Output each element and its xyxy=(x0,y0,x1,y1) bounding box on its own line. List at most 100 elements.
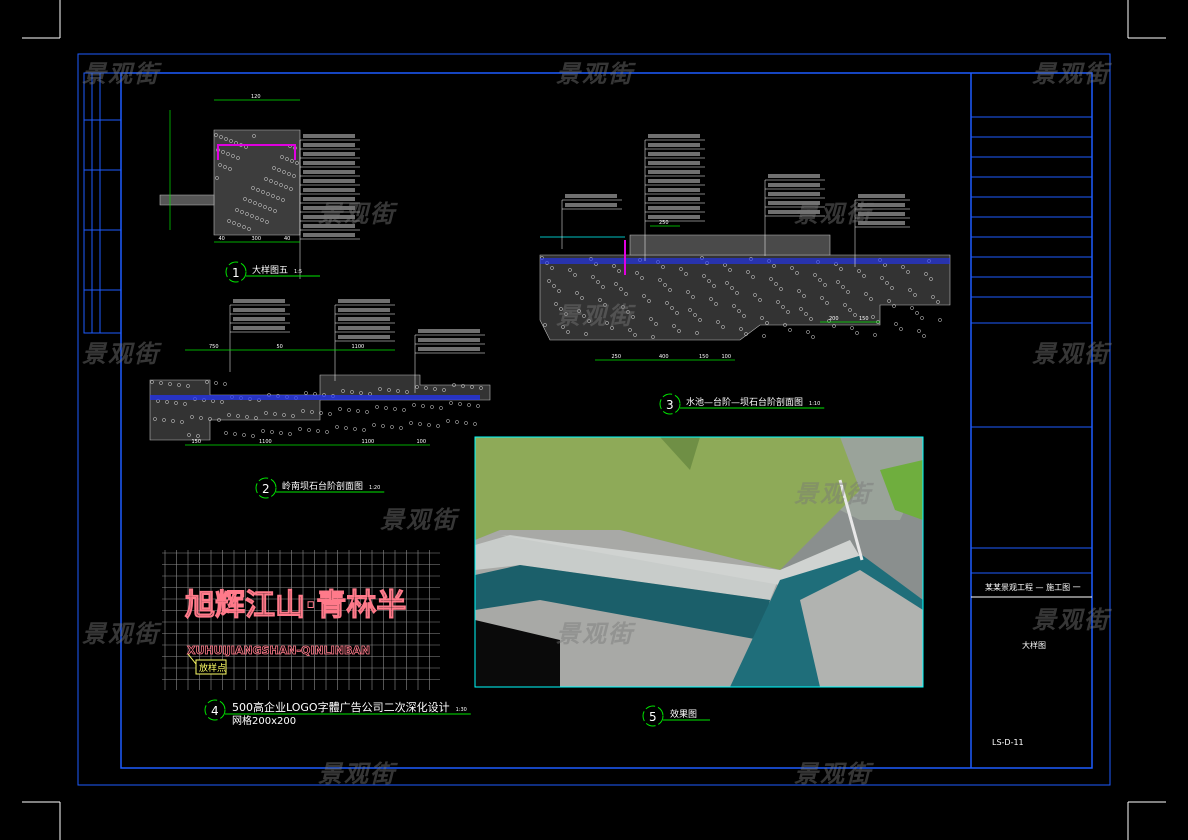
aggregate-mark xyxy=(449,401,453,405)
aggregate-mark xyxy=(248,199,252,203)
aggregate-mark xyxy=(221,150,225,154)
aggregate-mark xyxy=(263,205,267,209)
aggregate-mark xyxy=(633,333,637,337)
logo-tag-text: 放样点 xyxy=(199,662,226,674)
watermark: 景观街 xyxy=(556,620,634,648)
aggregate-mark xyxy=(260,218,264,222)
detail-number: 2 xyxy=(262,482,270,496)
aggregate-mark xyxy=(261,190,265,194)
aggregate-mark xyxy=(338,407,342,411)
detail-scale: 1:20 xyxy=(369,485,380,491)
note-text xyxy=(858,212,905,216)
aggregate-mark xyxy=(418,422,422,426)
title-block-project: 某某景观工程 — 施工图 一 xyxy=(985,582,1081,592)
aggregate-mark xyxy=(698,318,702,322)
note-text xyxy=(303,152,355,156)
aggregate-mark xyxy=(390,425,394,429)
note-text xyxy=(303,233,355,237)
aggregate-mark xyxy=(908,288,912,292)
aggregate-mark xyxy=(806,330,810,334)
aggregate-mark xyxy=(266,192,270,196)
aggregate-mark xyxy=(765,321,769,325)
aggregate-mark xyxy=(265,220,269,224)
aggregate-mark xyxy=(651,335,655,339)
aggregate-mark xyxy=(906,270,910,274)
aggregate-mark xyxy=(619,287,623,291)
dimension-text: 100 xyxy=(417,439,427,445)
aggregate-mark xyxy=(347,408,351,412)
dimension-text: 400 xyxy=(659,354,669,360)
note-text xyxy=(303,179,355,183)
note-text xyxy=(565,194,617,198)
aggregate-mark xyxy=(224,137,228,141)
aggregate-mark xyxy=(869,297,873,301)
aggregate-mark xyxy=(753,293,757,297)
aggregate-mark xyxy=(684,272,688,276)
aggregate-mark xyxy=(772,264,776,268)
aggregate-mark xyxy=(635,271,639,275)
aggregate-mark xyxy=(227,413,231,417)
note-text xyxy=(858,194,905,198)
aggregate-mark xyxy=(362,428,366,432)
aggregate-mark xyxy=(892,304,896,308)
detail-number-circle xyxy=(204,699,226,721)
aggregate-mark xyxy=(850,326,854,330)
aggregate-mark xyxy=(693,313,697,317)
aggregate-mark xyxy=(341,389,345,393)
aggregate-mark xyxy=(233,432,237,436)
aggregate-mark xyxy=(920,316,924,320)
aggregate-mark xyxy=(381,424,385,428)
note-text xyxy=(233,308,285,312)
aggregate-mark xyxy=(287,172,291,176)
aggregate-mark xyxy=(839,267,843,271)
aggregate-mark xyxy=(458,402,462,406)
aggregate-mark xyxy=(245,212,249,216)
drawing-frame xyxy=(77,53,1111,786)
aggregate-mark xyxy=(735,291,739,295)
aggregate-mark xyxy=(295,161,299,165)
watermark: 景观街 xyxy=(82,60,160,88)
aggregate-mark xyxy=(268,207,272,211)
dimension-text: 40 xyxy=(219,236,225,242)
aggregate-mark xyxy=(614,282,618,286)
aggregate-mark xyxy=(304,391,308,395)
aggregate-mark xyxy=(665,301,669,305)
aggregate-mark xyxy=(427,423,431,427)
aggregate-mark xyxy=(214,133,218,137)
note-text xyxy=(648,179,700,183)
aggregate-mark xyxy=(442,388,446,392)
aggregate-mark xyxy=(707,279,711,283)
aggregate-mark xyxy=(153,417,157,421)
aggregate-mark xyxy=(467,403,471,407)
aggregate-mark xyxy=(464,421,468,425)
detail-subtitle: 网格200x200 xyxy=(232,714,296,727)
detail-title: 效果图 xyxy=(670,708,697,720)
aggregate-mark xyxy=(415,385,419,389)
title-block-drawing: 大样图 xyxy=(1022,640,1046,650)
note-text xyxy=(303,224,355,228)
aggregate-mark xyxy=(924,272,928,276)
aggregate-mark xyxy=(647,299,651,303)
aggregate-mark xyxy=(232,221,236,225)
dimension-text: 150 xyxy=(699,354,709,360)
dimension-text: 250 xyxy=(612,354,622,360)
aggregate-mark xyxy=(901,265,905,269)
aggregate-mark xyxy=(479,386,483,390)
detail3-coping xyxy=(629,234,831,256)
aggregate-mark xyxy=(818,278,822,282)
aggregate-mark xyxy=(439,406,443,410)
aggregate-mark xyxy=(841,285,845,289)
aggregate-mark xyxy=(271,194,275,198)
aggregate-mark xyxy=(575,291,579,295)
aggregate-mark xyxy=(862,274,866,278)
aggregate-mark xyxy=(393,407,397,411)
watermark: 景观街 xyxy=(794,760,872,788)
aggregate-mark xyxy=(642,294,646,298)
aggregate-mark xyxy=(171,419,175,423)
aggregate-mark xyxy=(811,335,815,339)
detail-title: 大样图五 xyxy=(252,264,288,276)
aggregate-mark xyxy=(621,305,625,309)
aggregate-mark xyxy=(783,323,787,327)
aggregate-mark xyxy=(180,420,184,424)
aggregate-mark xyxy=(273,412,277,416)
